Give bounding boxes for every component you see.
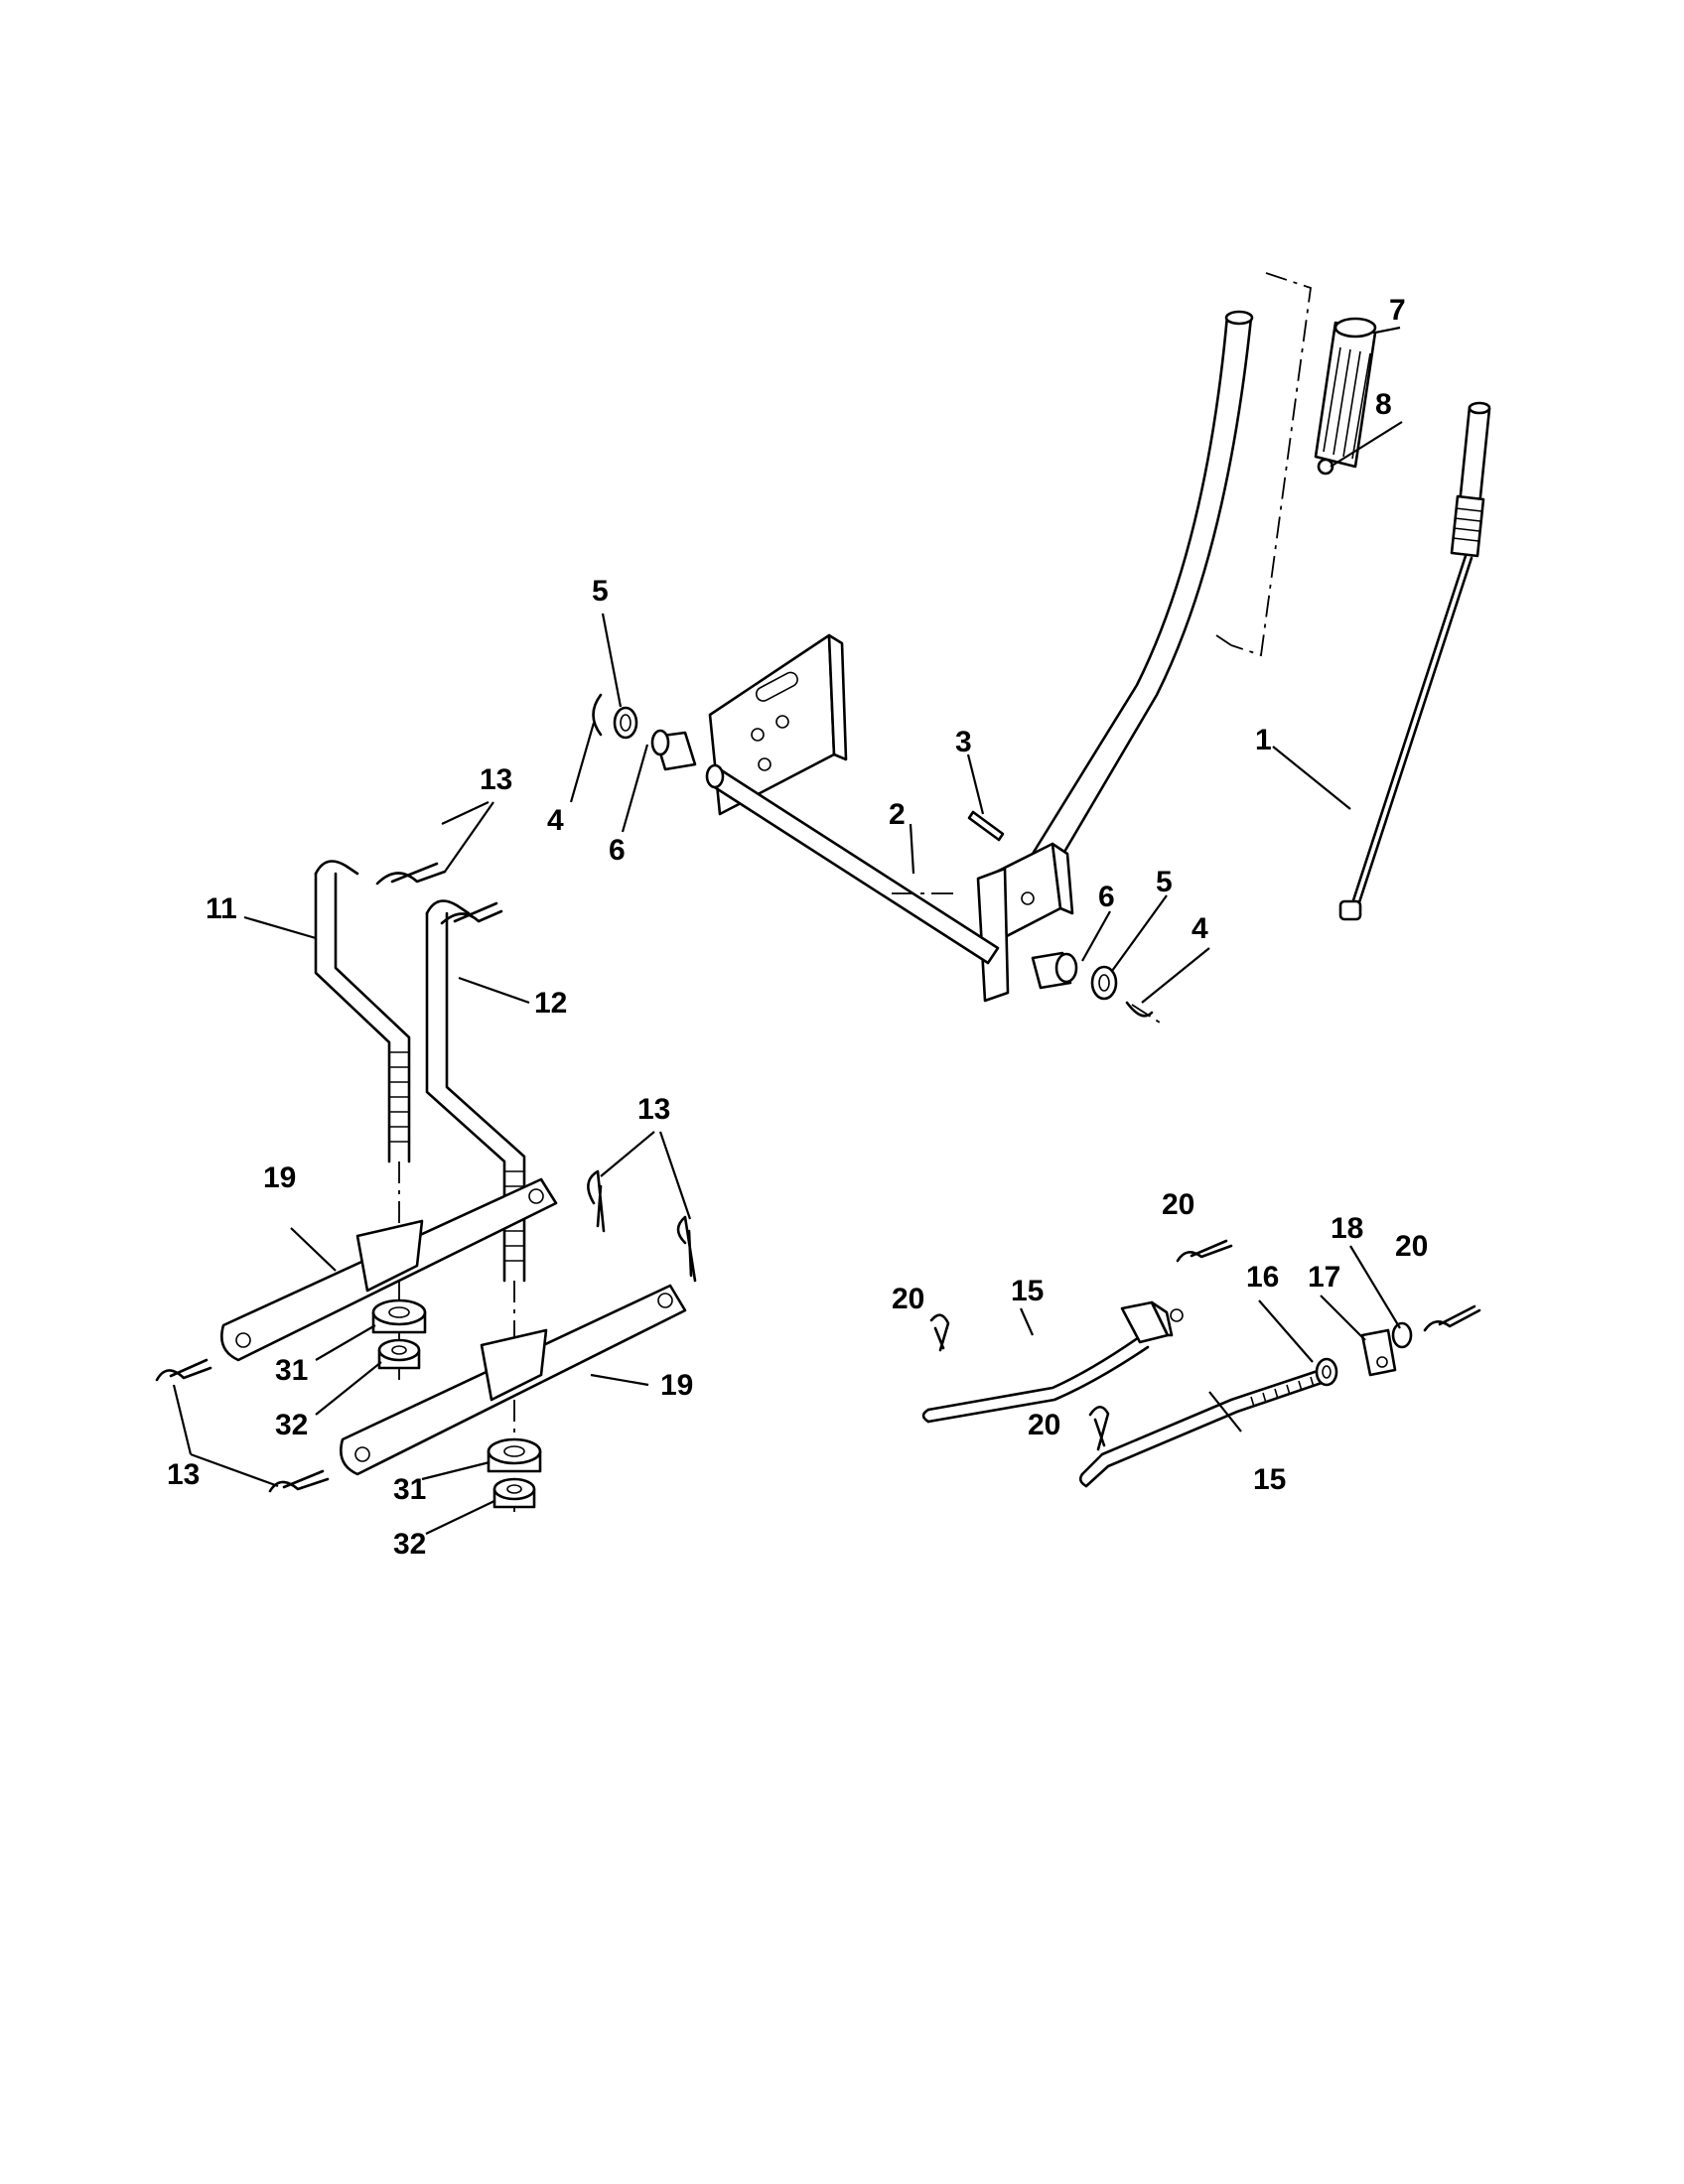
hairpin-clip-13-c — [587, 1169, 606, 1233]
callout-20-right: 20 — [1395, 1230, 1428, 1263]
callout-5-left: 5 — [592, 575, 609, 608]
cross-shaft — [705, 763, 1000, 965]
callout-18: 18 — [1331, 1212, 1363, 1245]
bushing-31-upper — [371, 1298, 427, 1334]
callout-13-right: 13 — [637, 1093, 670, 1126]
bushing-31-lower — [487, 1437, 542, 1473]
callout-13-bottom: 13 — [167, 1458, 200, 1491]
lift-arm-upper — [220, 1177, 558, 1362]
shaft-bushing-left — [650, 729, 697, 771]
hairpin-clip-13-d — [676, 1215, 697, 1283]
callout-1: 1 — [1255, 724, 1272, 756]
lift-cable — [1338, 401, 1491, 921]
hand-grip — [1314, 317, 1377, 476]
callout-8: 8 — [1375, 388, 1392, 421]
hairpin-clip-20-a — [929, 1313, 950, 1352]
block-17 — [1360, 1328, 1397, 1377]
nut-18 — [1391, 1321, 1413, 1349]
leader-lines — [172, 326, 1403, 1535]
nut-32-upper — [377, 1338, 421, 1370]
washer-right — [1090, 965, 1118, 1001]
retaining-ring-right — [1125, 1001, 1154, 1018]
callout-31-upper: 31 — [275, 1354, 308, 1387]
callout-6-left: 6 — [609, 834, 626, 867]
lift-link-11 — [314, 860, 411, 1163]
washer-left — [613, 706, 638, 740]
callout-19-lower: 19 — [660, 1369, 693, 1402]
callout-32-lower: 32 — [393, 1528, 426, 1561]
callout-5-right: 5 — [1156, 866, 1173, 898]
callout-31-lower: 31 — [393, 1473, 426, 1506]
callout-15-upper: 15 — [1011, 1275, 1044, 1307]
callout-16: 16 — [1246, 1261, 1279, 1294]
callout-32-upper: 32 — [275, 1409, 308, 1441]
callout-3: 3 — [955, 726, 972, 758]
lift-handle — [976, 310, 1254, 1003]
callout-6-right: 6 — [1098, 881, 1115, 913]
callout-19-upper: 19 — [263, 1161, 296, 1194]
hairpin-clip-13-b — [440, 901, 503, 925]
callout-labels: 1 2 3 4 4 5 5 6 6 7 8 11 12 13 13 13 15 … — [167, 294, 1428, 1561]
callout-2: 2 — [889, 798, 906, 831]
callout-4-right: 4 — [1192, 912, 1208, 945]
lift-arm-lower — [340, 1284, 687, 1476]
hairpin-clip-13-a — [375, 862, 447, 886]
callout-7: 7 — [1389, 294, 1406, 327]
nut-32-lower — [492, 1477, 536, 1509]
callout-11: 11 — [206, 892, 237, 925]
callout-4-left: 4 — [547, 804, 564, 837]
washer-16 — [1315, 1357, 1338, 1387]
hairpin-clip-20-d — [1423, 1304, 1481, 1332]
callout-13-top: 13 — [480, 763, 512, 796]
callout-20-top: 20 — [1162, 1188, 1194, 1221]
adjustment-rod-15-upper — [921, 1300, 1184, 1424]
callout-17: 17 — [1308, 1261, 1340, 1294]
hairpin-clip-13-f — [268, 1469, 330, 1493]
callout-20-middle: 20 — [1028, 1409, 1060, 1441]
retaining-ring-left — [592, 693, 603, 737]
callout-12: 12 — [534, 987, 567, 1020]
hairpin-clip-20-b — [1176, 1239, 1233, 1263]
adjustment-rod-15-lower — [1078, 1368, 1327, 1488]
shaft-bushing-right — [1031, 951, 1078, 990]
roll-pin — [967, 810, 1005, 842]
callout-15-lower: 15 — [1253, 1463, 1286, 1496]
grip-ball — [1317, 458, 1334, 476]
hairpin-clip-20-c — [1088, 1405, 1110, 1451]
grip-phantom-outline — [1215, 272, 1312, 657]
callout-20-left: 20 — [892, 1283, 924, 1315]
hairpin-clip-13-e — [155, 1358, 212, 1382]
